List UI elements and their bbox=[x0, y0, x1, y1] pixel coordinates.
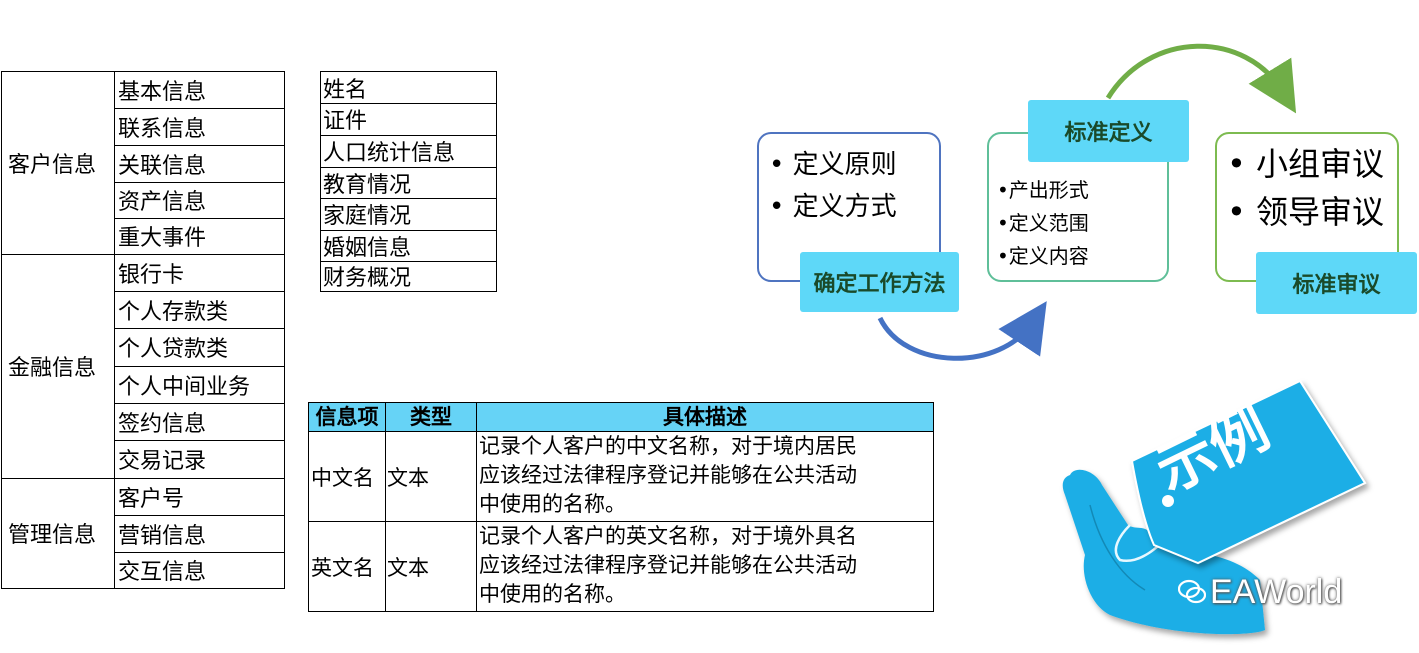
attribute-item: 教育情况 bbox=[323, 172, 412, 198]
divider bbox=[2, 254, 285, 255]
category-item: 客户号 bbox=[118, 486, 185, 512]
divider bbox=[321, 230, 496, 231]
table-header: 信息项 类型 具体描述 bbox=[309, 403, 933, 432]
divider bbox=[115, 515, 285, 516]
table-cell-item: 英文名 bbox=[311, 555, 374, 580]
category-item: 交易记录 bbox=[118, 449, 207, 474]
attribute-item: 证件 bbox=[323, 109, 368, 134]
stage2-bullet: •产出形式 bbox=[997, 178, 1089, 202]
definition-table: 信息项 类型 具体描述 中文名 文本 记录个人客户的中文名称，对于境内居民 应该… bbox=[308, 402, 934, 612]
example-tag-illustration bbox=[1062, 379, 1367, 635]
divider bbox=[115, 552, 285, 553]
header-item: 信息项 bbox=[315, 405, 379, 429]
stage1-bullet: • 定义方式 bbox=[769, 192, 897, 222]
category-item: 基本信息 bbox=[118, 80, 207, 105]
category-item: 关联信息 bbox=[118, 153, 207, 179]
header-description: 具体描述 bbox=[663, 405, 747, 429]
category-group: 客户信息 bbox=[2, 72, 115, 254]
category-item: 签约信息 bbox=[118, 411, 207, 437]
basic-attribute-table: 姓名 证件 人口统计信息 教育情况 家庭情况 婚姻信息 财务概况 bbox=[320, 71, 497, 292]
stage2-label: 标准定义 bbox=[1028, 100, 1189, 162]
divider bbox=[309, 521, 933, 522]
table-cell-item: 中文名 bbox=[311, 465, 374, 490]
divider bbox=[476, 403, 477, 611]
divider bbox=[321, 103, 496, 104]
category-item: 个人贷款类 bbox=[118, 337, 229, 362]
description-line: 应该经过法律程序登记并能够在公共活动 bbox=[479, 463, 857, 487]
divider bbox=[321, 135, 496, 136]
attribute-item: 家庭情况 bbox=[323, 204, 412, 229]
stage1-label: 确定工作方法 bbox=[800, 252, 959, 312]
customer-category-table: 客户信息 基本信息 联系信息 关联信息 资产信息 重大事件 金融信息 银行卡 个… bbox=[1, 71, 285, 589]
table-cell-description: 记录个人客户的中文名称，对于境内居民 应该经过法律程序登记并能够在公共活动 中使… bbox=[477, 432, 933, 519]
divider bbox=[321, 261, 496, 262]
description-line: 应该经过法律程序登记并能够在公共活动 bbox=[479, 553, 857, 577]
category-item: 个人存款类 bbox=[118, 299, 229, 325]
divider bbox=[115, 328, 285, 329]
arrow-to-stage2 bbox=[877, 301, 1047, 361]
divider bbox=[115, 291, 285, 292]
description-line: 记录个人客户的英文名称，对于境外具名 bbox=[479, 524, 857, 548]
divider bbox=[115, 440, 285, 441]
table-cell-type: 文本 bbox=[387, 465, 429, 490]
category-item: 交互信息 bbox=[118, 560, 207, 585]
divider bbox=[115, 182, 285, 183]
divider bbox=[321, 167, 496, 168]
stage3-label: 标准审议 bbox=[1256, 252, 1417, 314]
category-group: 金融信息 bbox=[2, 254, 115, 478]
watermark-text: EAWorld bbox=[1210, 573, 1343, 611]
divider bbox=[115, 403, 285, 404]
attribute-item: 人口统计信息 bbox=[323, 141, 456, 166]
arrow-to-stage3 bbox=[1105, 43, 1297, 114]
category-group: 管理信息 bbox=[2, 478, 115, 588]
category-item: 个人中间业务 bbox=[118, 374, 251, 400]
attribute-item: 财务概况 bbox=[323, 266, 412, 291]
wechat-icon bbox=[1177, 578, 1207, 606]
divider bbox=[321, 198, 496, 199]
description-line: 中使用的名称。 bbox=[479, 582, 626, 606]
header-type: 类型 bbox=[410, 405, 452, 429]
divider bbox=[115, 218, 285, 219]
stage3-bullet: • 领导审议 bbox=[1227, 193, 1385, 231]
stage2-bullet: •定义内容 bbox=[997, 244, 1089, 268]
category-item: 重大事件 bbox=[118, 226, 207, 251]
divider bbox=[115, 108, 285, 109]
attribute-item: 婚姻信息 bbox=[323, 235, 412, 261]
stage2-bullet: •定义范围 bbox=[997, 211, 1089, 235]
divider bbox=[385, 403, 386, 611]
hand-icon bbox=[1062, 469, 1265, 635]
stage1-bullet: • 定义原则 bbox=[769, 150, 897, 180]
table-cell-description: 记录个人客户的英文名称，对于境外具名 应该经过法律程序登记并能够在公共活动 中使… bbox=[477, 522, 933, 609]
category-item: 营销信息 bbox=[118, 523, 207, 549]
description-line: 记录个人客户的中文名称，对于境内居民 bbox=[479, 434, 857, 458]
divider bbox=[2, 478, 285, 479]
table-cell-type: 文本 bbox=[387, 555, 429, 580]
category-item: 银行卡 bbox=[118, 262, 185, 288]
description-line: 中使用的名称。 bbox=[479, 492, 626, 516]
category-item: 联系信息 bbox=[118, 116, 207, 142]
divider bbox=[115, 145, 285, 146]
category-item: 资产信息 bbox=[118, 190, 207, 215]
divider bbox=[115, 366, 285, 367]
attribute-item: 姓名 bbox=[323, 77, 368, 103]
tag-shape bbox=[1130, 379, 1367, 565]
stage3-bullet: • 小组审议 bbox=[1227, 145, 1385, 183]
